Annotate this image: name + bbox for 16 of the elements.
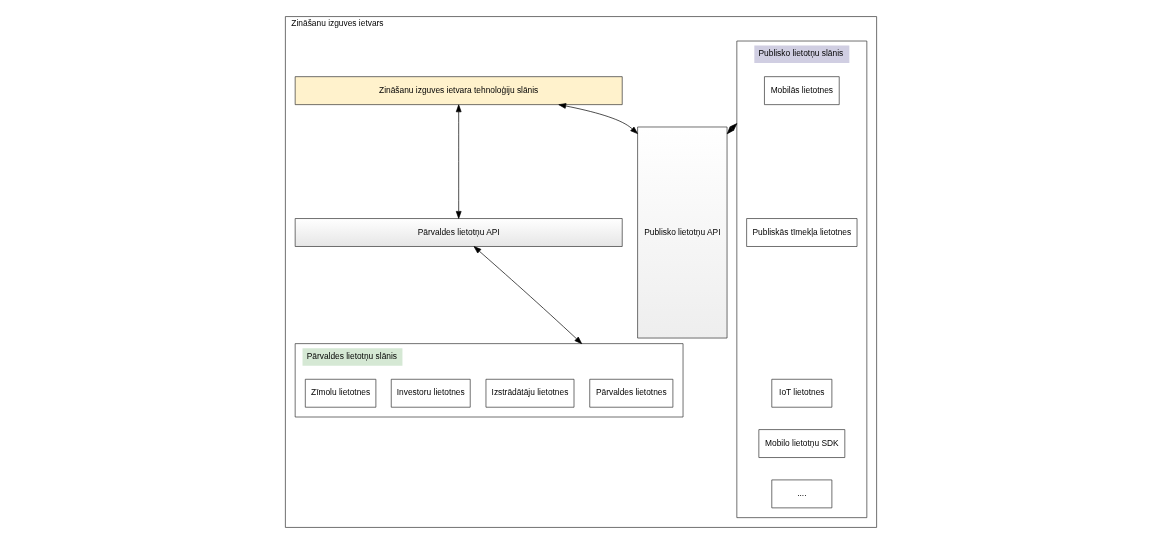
arrow xyxy=(473,246,583,344)
node-box: Publiskās tīmekļa lietotnes xyxy=(746,218,858,247)
node-box: Pārvaldes lietotnes xyxy=(589,378,674,408)
arrow xyxy=(455,104,462,219)
node-box: Investoru lietotnes xyxy=(390,378,471,408)
node-box: Zināšanu izguves ietvara tehnoloģiju slānis xyxy=(294,76,623,105)
node-box: Izstrādātāju lietotnes xyxy=(485,378,575,408)
node-box: IoT lietotnes xyxy=(771,378,833,408)
node-box: .... xyxy=(771,479,833,509)
node-box: Mobilo lietotņu SDK xyxy=(758,429,846,458)
arrow xyxy=(726,123,738,135)
arrow xyxy=(558,103,638,134)
node-box: Pārvaldes lietotņu API xyxy=(294,218,623,247)
node-box: Zīmolu lietotnes xyxy=(304,378,377,408)
node-box: Mobilās lietotnes xyxy=(764,76,840,105)
node-box: Publisko lietotņu API xyxy=(637,126,728,339)
